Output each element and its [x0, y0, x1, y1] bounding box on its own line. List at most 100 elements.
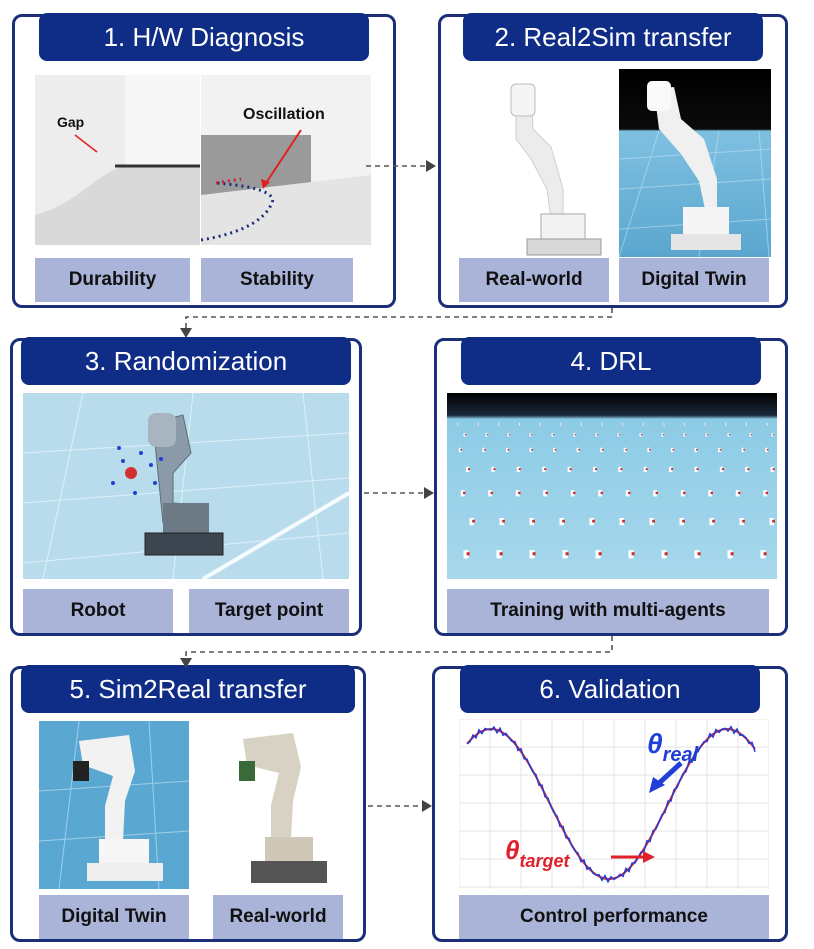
multi-agent-render: [447, 393, 777, 579]
agent-target: [493, 468, 496, 471]
agent-target: [772, 434, 775, 436]
agent-robot: [639, 433, 642, 437]
agent-robot: [622, 423, 624, 426]
agent-target: [685, 423, 686, 425]
agent-robot: [457, 423, 459, 426]
agent-target: [730, 552, 734, 556]
agent-target: [502, 519, 505, 523]
agent-robot: [765, 447, 768, 453]
agent-robot: [769, 518, 774, 526]
agent-target: [466, 552, 470, 556]
agent-robot: [519, 423, 521, 426]
agent-target: [622, 519, 625, 523]
agent-robot: [739, 518, 744, 526]
agent-robot: [595, 433, 598, 437]
agent-target: [683, 491, 686, 495]
agent-robot: [529, 433, 532, 437]
agent-target: [618, 434, 621, 436]
agent-target: [561, 423, 563, 425]
agent-target: [460, 448, 463, 451]
randomization-render: [23, 393, 349, 579]
agent-target: [747, 468, 750, 471]
agent-robot: [477, 423, 480, 426]
agent-target: [569, 468, 572, 471]
agent-robot: [705, 433, 708, 437]
agent-robot: [529, 447, 533, 453]
digital-twin-label: Digital Twin: [39, 895, 189, 939]
agent-target: [596, 434, 599, 436]
agent-robot: [458, 447, 462, 453]
sim-digital-twin-render: [39, 721, 189, 889]
agent-robot: [727, 433, 730, 437]
agent-target: [530, 434, 533, 436]
agent-target: [594, 468, 597, 471]
gap-annotation: Gap: [57, 114, 84, 130]
agent-robot: [725, 423, 727, 426]
agent-robot: [463, 433, 466, 437]
agent-target: [763, 552, 767, 556]
agent-robot: [766, 423, 769, 426]
agent-target: [712, 519, 715, 523]
training-label: Training with multi-agents: [447, 589, 769, 633]
agent-target: [499, 423, 501, 425]
real-world-label: Real-world: [459, 258, 609, 302]
agent-target: [696, 448, 698, 451]
agent-robot: [488, 490, 493, 497]
agent-robot: [623, 447, 627, 453]
agent-robot: [559, 518, 564, 526]
agent-robot: [507, 433, 510, 437]
agent-robot: [542, 466, 546, 473]
agent-robot: [727, 550, 733, 559]
gap-photo: Gap: [35, 75, 200, 245]
panel-title: 6. Validation: [460, 665, 760, 713]
agent-robot: [515, 490, 520, 497]
panel-validation: 6. Validation θreal θtarget Control perf…: [432, 665, 788, 942]
agent-robot: [684, 423, 686, 426]
agent-target: [518, 468, 521, 471]
agent-robot: [669, 466, 673, 473]
agent-robot: [746, 423, 748, 426]
agent-robot: [719, 466, 724, 473]
agent-target: [684, 434, 687, 436]
agent-target: [490, 491, 493, 495]
agent-target: [738, 491, 741, 495]
agent-robot: [694, 466, 698, 473]
svg-text:θreal: θreal: [647, 728, 699, 766]
agent-target: [600, 491, 603, 495]
agent-robot: [567, 466, 571, 473]
agent-robot: [763, 490, 768, 497]
agent-target: [631, 552, 635, 556]
agent-target: [643, 423, 645, 425]
digital-twin-render: [619, 69, 771, 257]
agent-robot: [670, 447, 674, 453]
agent-robot: [505, 447, 509, 453]
agent-target: [652, 519, 655, 523]
agent-robot: [499, 518, 504, 526]
agent-robot: [600, 447, 603, 453]
agent-robot: [598, 490, 603, 497]
agent-robot: [601, 423, 604, 426]
agent-robot: [619, 518, 624, 526]
agent-robot: [680, 490, 685, 497]
agent-target: [565, 552, 569, 556]
real-world-robot-photo: [471, 69, 611, 257]
agent-target: [625, 448, 628, 451]
agent-target: [532, 519, 535, 523]
agent-target: [697, 552, 701, 556]
agent-robot: [745, 466, 749, 473]
agent-robot: [649, 518, 654, 526]
real-world-robot-photo-2: [213, 721, 343, 889]
agent-target: [464, 434, 467, 436]
agent-robot: [498, 423, 501, 426]
agent-robot: [466, 466, 470, 473]
agent-target: [772, 519, 775, 523]
agent-target: [581, 423, 583, 425]
agent-target: [719, 448, 722, 451]
agent-target: [750, 434, 753, 436]
agent-target: [578, 448, 580, 451]
agent-target: [721, 468, 724, 471]
agent-target: [552, 434, 555, 436]
agent-target: [602, 423, 604, 425]
agent-robot: [653, 490, 658, 497]
agent-target: [486, 434, 489, 436]
